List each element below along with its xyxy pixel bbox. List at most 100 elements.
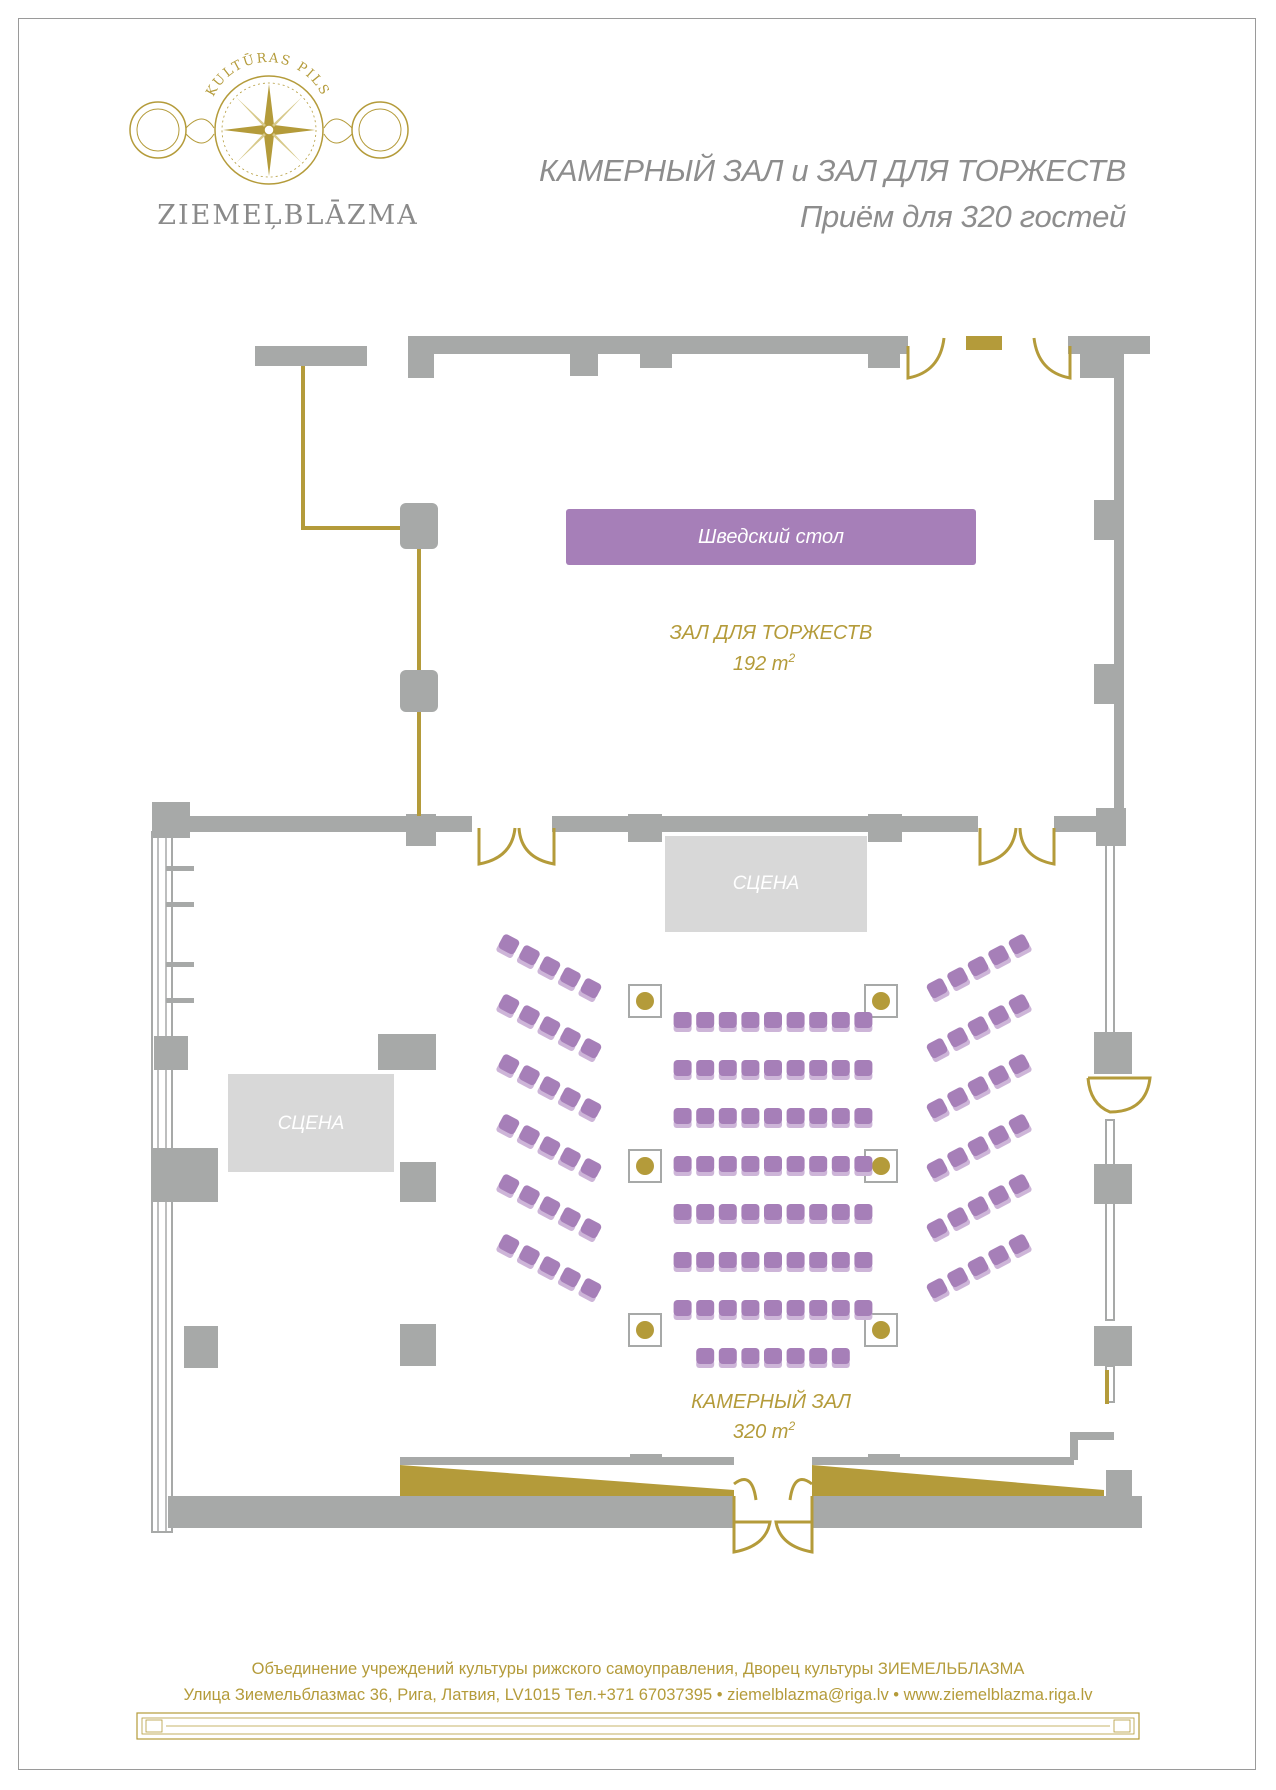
seat <box>696 1156 715 1176</box>
door-mid-left <box>477 827 556 866</box>
wall-pillar <box>868 346 900 368</box>
ramp-right <box>812 1465 1104 1496</box>
seat <box>988 945 1012 969</box>
seat <box>967 1076 991 1100</box>
door-right <box>1086 1076 1152 1114</box>
seat <box>718 1156 737 1176</box>
seat <box>673 1108 692 1128</box>
seat <box>809 1012 828 1032</box>
seat <box>496 1234 520 1258</box>
seat <box>764 1012 782 1032</box>
seat <box>1008 994 1032 1018</box>
wall-segment <box>168 1496 734 1528</box>
wall-segment <box>1114 336 1124 820</box>
seat <box>764 1300 782 1320</box>
logo-emblem: KULTŪRAS PILS <box>129 51 409 185</box>
wall-pillar <box>152 1148 218 1202</box>
seat <box>696 1252 715 1272</box>
logo: KULTŪRAS PILS ZIEMEĻBLĀZMA <box>128 50 448 240</box>
door-mid-right <box>978 827 1056 866</box>
wall-pillar <box>868 814 902 842</box>
seat <box>809 1060 828 1080</box>
seat <box>578 1218 602 1242</box>
seat <box>809 1300 828 1320</box>
seat <box>764 1204 782 1224</box>
seat <box>831 1060 850 1080</box>
seat <box>786 1060 805 1080</box>
seat <box>786 1108 805 1128</box>
ramp-left <box>400 1465 734 1496</box>
stage-top <box>665 836 867 932</box>
gold-column <box>628 984 662 1018</box>
seat <box>718 1300 737 1320</box>
door-bottom-inner <box>733 1478 813 1501</box>
seat <box>1008 1234 1032 1258</box>
seat <box>741 1252 760 1272</box>
seat <box>673 1204 692 1224</box>
seat <box>496 1114 520 1138</box>
seat <box>516 1245 540 1269</box>
seat <box>926 1278 950 1302</box>
seat <box>696 1348 715 1368</box>
wall-pillar <box>154 1036 188 1070</box>
wall-segment <box>152 816 472 832</box>
seat <box>496 1054 520 1078</box>
seat <box>786 1252 805 1272</box>
gold-column <box>864 1313 898 1347</box>
footer-line-1: Объединение учреждений культуры рижского… <box>251 1660 1025 1678</box>
seat <box>947 1207 971 1231</box>
column <box>400 1324 436 1366</box>
hall-bottom-area: 320 m2 <box>733 1419 796 1443</box>
seat <box>557 967 581 991</box>
seat <box>854 1060 873 1080</box>
seat <box>786 1348 805 1368</box>
seat <box>718 1204 737 1224</box>
seat <box>854 1012 873 1032</box>
wall-pillar <box>1094 500 1124 540</box>
seat <box>809 1108 828 1128</box>
seat <box>1008 1174 1032 1198</box>
wall-segment <box>1070 1432 1078 1460</box>
wall-pillar <box>406 814 436 846</box>
window-mullion <box>166 866 194 871</box>
doors[interactable] <box>477 337 1152 1554</box>
seat <box>673 1252 692 1272</box>
hall-bottom-name: КАМЕРНЫЙ ЗАЛ <box>691 1390 851 1413</box>
seat <box>537 1016 561 1040</box>
seat <box>741 1012 760 1032</box>
seat <box>831 1108 850 1128</box>
seat <box>578 1278 602 1302</box>
seat <box>967 1196 991 1220</box>
seat <box>537 1136 561 1160</box>
seat <box>831 1252 850 1272</box>
stage-top-label: СЦЕНА <box>733 873 800 894</box>
column <box>400 1162 436 1202</box>
wall-segment <box>812 1496 1142 1528</box>
gold-columns <box>628 984 898 1347</box>
seat <box>718 1060 737 1080</box>
seat <box>557 1267 581 1291</box>
seat <box>988 1005 1012 1029</box>
seat <box>764 1108 782 1128</box>
seat <box>578 1038 602 1062</box>
window-mullion <box>166 962 194 967</box>
column <box>400 503 438 549</box>
wall-pillar <box>1096 808 1126 846</box>
seat <box>786 1012 805 1032</box>
seat <box>764 1060 782 1080</box>
seat <box>578 1158 602 1182</box>
seat <box>764 1348 782 1368</box>
seat <box>673 1156 692 1176</box>
title-line-2: Приём для 320 гостей <box>799 199 1126 234</box>
seat <box>718 1348 737 1368</box>
seat <box>537 1076 561 1100</box>
seat <box>854 1252 873 1272</box>
seat <box>516 1005 540 1029</box>
seat <box>988 1185 1012 1209</box>
seat <box>967 956 991 980</box>
seat <box>809 1204 828 1224</box>
wall-pillar <box>1094 1164 1132 1204</box>
wall-pillar <box>1094 1032 1132 1074</box>
seat <box>557 1087 581 1111</box>
page-title: КАМЕРНЫЙ ЗАЛ и ЗАЛ ДЛЯ ТОРЖЕСТВ Приём дл… <box>539 148 1126 240</box>
